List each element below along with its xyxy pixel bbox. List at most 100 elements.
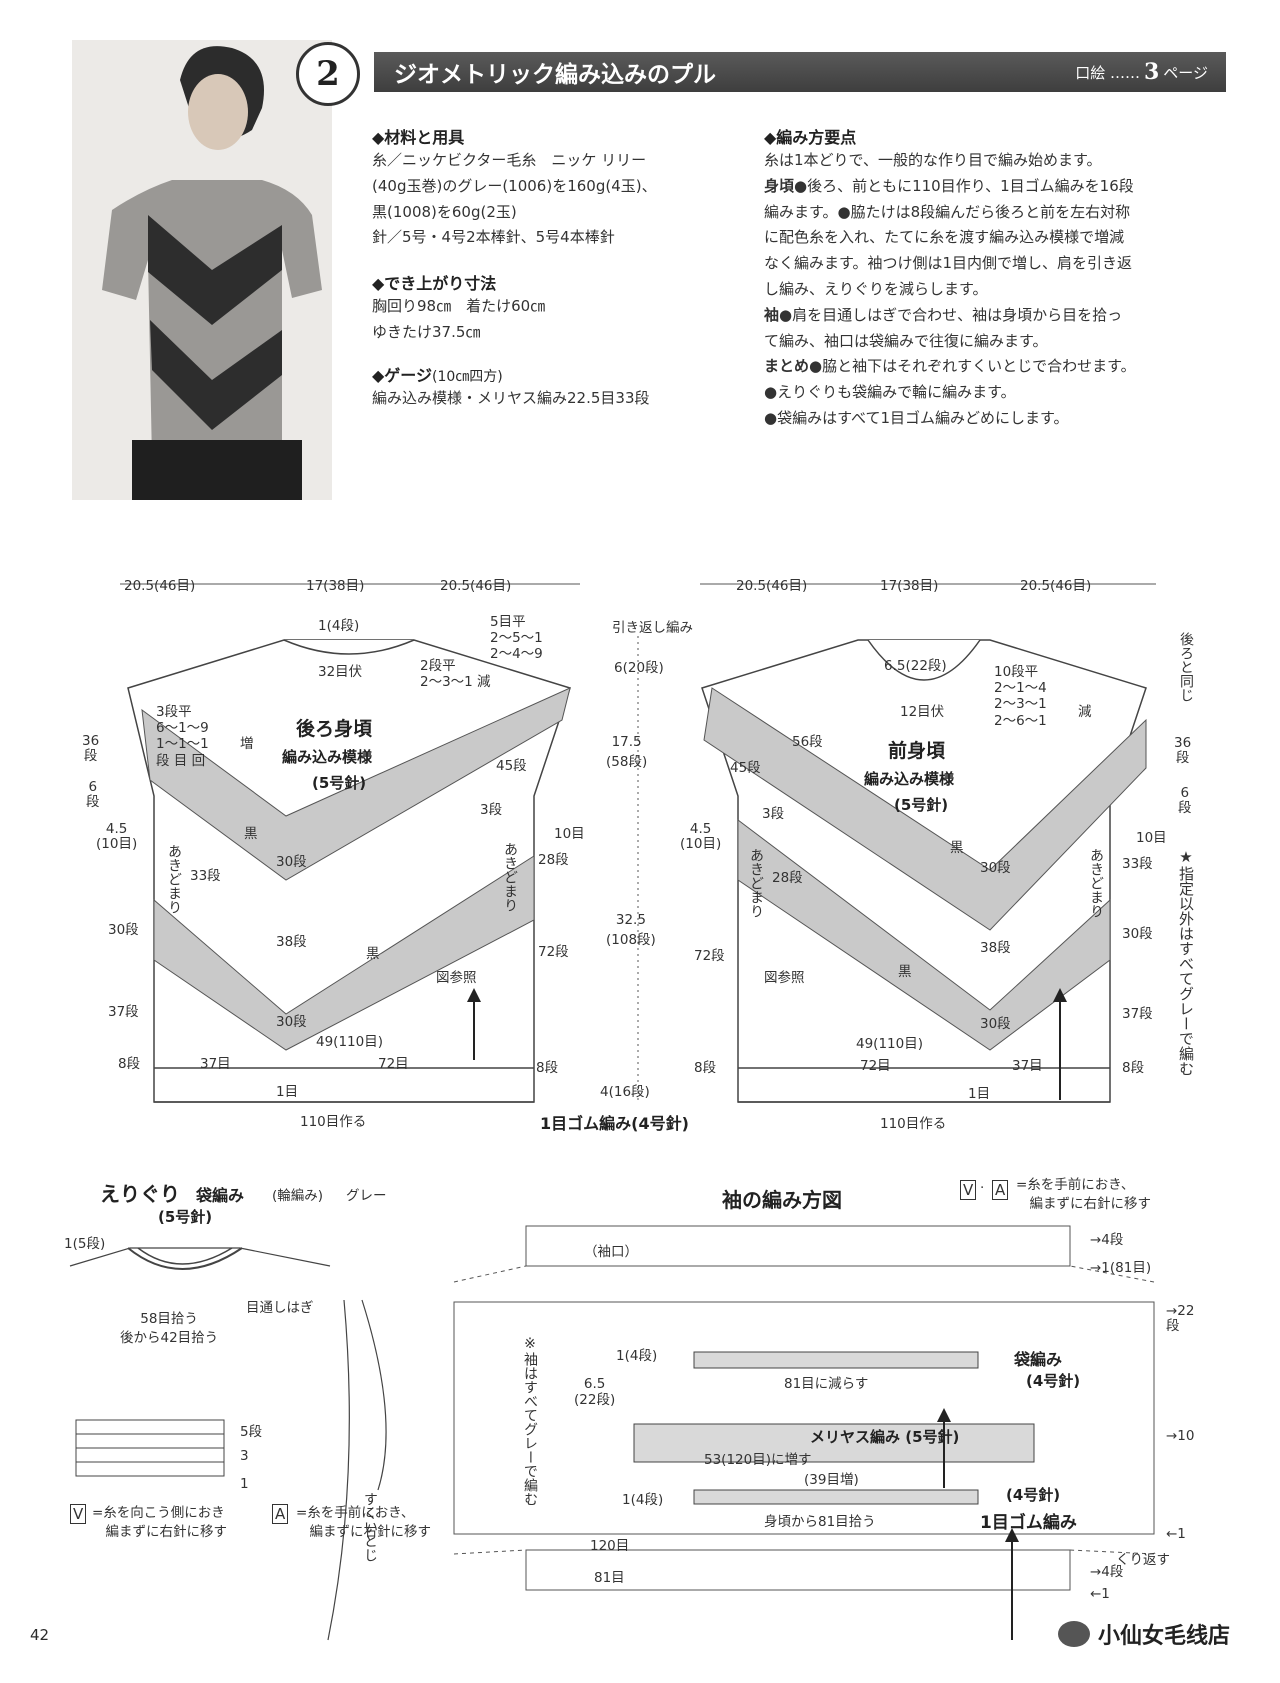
neckline-legend-v: =糸を向こう側におき 編まずに右針に移す xyxy=(92,1505,227,1540)
front-rows-36: 36 段 xyxy=(1174,735,1192,766)
back-rib-h: 4(16段) xyxy=(600,1084,650,1100)
method-heading: ◆編み方要点 xyxy=(764,128,857,147)
front-rows-56: 56段 xyxy=(792,734,823,750)
back-rows-8a: 8段 xyxy=(118,1056,141,1072)
back-rows-10: 10目 xyxy=(554,826,585,842)
front-rows-10: 10目 xyxy=(1136,830,1167,846)
back-short-rows: 引き返し編み xyxy=(612,620,693,636)
front-same-as-back: 後ろと同じ xyxy=(1178,632,1194,702)
front-neck-dec: 10段平 2～1～4 2～3～1 2～6～1 xyxy=(994,664,1047,729)
neckline-color: グレー xyxy=(346,1188,387,1204)
ref-num: 3 xyxy=(1143,59,1160,85)
materials-text: 糸／ニッケビクター毛糸 ニッケ リリー (40g玉巻)のグレー(1006)を16… xyxy=(372,151,657,247)
sleeve-repeat: くり返す xyxy=(1116,1552,1170,1568)
front-open-stop-left: あきどまり xyxy=(748,848,764,918)
sleeve-tube-needle: (4号針) xyxy=(1026,1372,1081,1390)
neckline-legend-a: =糸を手前におき、 編まずに右針に移す xyxy=(296,1505,431,1540)
front-rows-37: 37段 xyxy=(1122,1006,1153,1022)
front-rows-3: 3段 xyxy=(762,806,785,822)
method-finish-text: 脇と袖下はそれぞれすくいとじで合わせます。 ●えりぐりも袋編みで輪に編みます。 … xyxy=(764,357,1136,427)
back-dim-left: 20.5(46目) xyxy=(124,578,196,594)
page-title: ジオメトリック編み込みのプル xyxy=(394,62,716,88)
method-section: ◆編み方要点 糸は1本どりで、一般的な作り目で編み始めます。 身頃●後ろ、前とも… xyxy=(764,124,1244,432)
back-open-stop-right: あきどまり xyxy=(502,842,518,912)
wechat-logo-icon xyxy=(1057,1621,1090,1647)
slip-back-symbol-icon: A xyxy=(272,1504,289,1524)
sleeve-st-120: 120目 xyxy=(590,1538,630,1554)
sleeve-pickup: 身頃から81目拾う xyxy=(764,1514,876,1530)
back-dim-right: 20.5(46目) xyxy=(440,578,512,594)
slip-symbol-icon: V xyxy=(960,1180,977,1200)
method-body-key: 身頃● xyxy=(764,176,808,195)
materials-heading: ◆材料と用具 xyxy=(372,128,465,147)
back-rows-33: 33段 xyxy=(190,868,221,884)
back-rows-72: 72段 xyxy=(538,944,569,960)
back-rows-30b: 30段 xyxy=(108,922,139,938)
front-cast-on: 110目作る xyxy=(880,1116,947,1132)
watermark: 小仙女毛线店 xyxy=(1057,1618,1230,1650)
back-rows-28: 28段 xyxy=(538,852,569,868)
back-black-1: 黒 xyxy=(244,826,258,842)
sleeve-increase: 53(120目)に増す xyxy=(704,1452,812,1468)
front-rows-33: 33段 xyxy=(1122,856,1153,872)
back-st-37: 37目 xyxy=(200,1056,231,1072)
model-photo xyxy=(72,40,332,500)
back-st-72: 72目 xyxy=(378,1056,409,1072)
sleeve-rows-10: →10 xyxy=(1166,1428,1195,1444)
neckline-title: えりぐり xyxy=(100,1182,180,1206)
back-rows-36: 36 段 xyxy=(82,733,100,764)
sleeve-reduce: 81目に減らす xyxy=(784,1376,869,1392)
front-rows-30b: 30段 xyxy=(980,1016,1011,1032)
back-inc-note: 3段平 6～1～9 1～1～1 段 目 回 xyxy=(156,704,209,769)
method-sleeve-key: 袖● xyxy=(764,305,793,324)
sleeve-note-vertical: ※袖はすべてグレーで編む xyxy=(522,1336,538,1506)
back-shoulder-a: 5目平 2～5～1 2～4～9 xyxy=(490,614,543,663)
back-st-1: 1目 xyxy=(276,1084,299,1100)
front-dim-right: 20.5(46目) xyxy=(1020,578,1092,594)
neckline-sew: すくいとじ xyxy=(362,1492,378,1562)
back-rows-37: 37段 xyxy=(108,1004,139,1020)
neckline-pickup: 58目拾う 後から42目拾う xyxy=(120,1311,219,1346)
back-title: 後ろ身頃 xyxy=(296,718,373,740)
back-shoulder-b: 2段平 2～3～1 減 xyxy=(420,658,491,691)
sleeve-rows-22: →22 段 xyxy=(1166,1303,1195,1334)
pattern-number: 2 xyxy=(296,42,360,106)
front-rows-45: 45段 xyxy=(730,760,761,776)
neckline-method: 袋編み xyxy=(196,1186,245,1205)
sleeve-title: 袖の編み方図 xyxy=(722,1188,842,1212)
front-rows-38: 38段 xyxy=(980,940,1011,956)
back-see-chart: 図参照 xyxy=(436,970,477,986)
back-cast-on: 110目作る xyxy=(300,1114,367,1130)
front-neck-depth: 6.5(22段) xyxy=(884,658,947,674)
back-black-2: 黒 xyxy=(366,946,380,962)
size-heading: ◆でき上がり寸法 xyxy=(372,274,497,293)
back-rows-6: 6 段 xyxy=(86,779,100,810)
front-rows-72: 72段 xyxy=(694,948,725,964)
back-center-49: 49(110目) xyxy=(316,1034,383,1050)
rib-label: 1目ゴム編み(4号針) xyxy=(540,1114,689,1133)
back-inc-label: 増 xyxy=(240,736,254,752)
front-rows-6: 6 段 xyxy=(1178,785,1192,816)
front-st-1: 1目 xyxy=(968,1086,991,1102)
sleeve-dim-1b: 1(4段) xyxy=(622,1492,664,1508)
method-body-text: 後ろ、前ともに110目作り、1目ゴム編みを16段 編みます。●脇たけは8段編んだ… xyxy=(764,176,1134,298)
back-dim-mid: 17(38目) xyxy=(306,578,365,594)
back-shoulder-h: 6(20段) xyxy=(614,660,664,676)
back-needle: (5号針) xyxy=(312,774,367,792)
sleeve-rib: 1目ゴム編み xyxy=(980,1513,1077,1533)
sleeve-cuff: （袖口） xyxy=(584,1244,638,1260)
method-finish-key: まとめ● xyxy=(764,357,823,376)
front-st-72: 72目 xyxy=(860,1058,891,1074)
sleeve-rows-4: →4段 xyxy=(1090,1232,1124,1248)
sleeve-dim-65: 6.5 (22段) xyxy=(574,1376,616,1409)
front-side-w: 4.5 (10目) xyxy=(680,821,722,852)
back-neck-top: 1(4段) xyxy=(318,618,360,634)
size-text: 胸回り98㎝ 着たけ60㎝ ゆきたけ37.5㎝ xyxy=(372,297,546,341)
sleeve-st-81: 81目 xyxy=(594,1570,625,1586)
front-needle: (5号針) xyxy=(894,796,949,814)
back-side-w: 4.5 (10目) xyxy=(96,821,138,852)
sleeve-rows-1-81: →1(81目) xyxy=(1090,1260,1152,1276)
gauge-section: ◆ゲージ(10㎝四方) 編み込み模様・メリヤス編み22.5目33段 xyxy=(372,362,712,412)
